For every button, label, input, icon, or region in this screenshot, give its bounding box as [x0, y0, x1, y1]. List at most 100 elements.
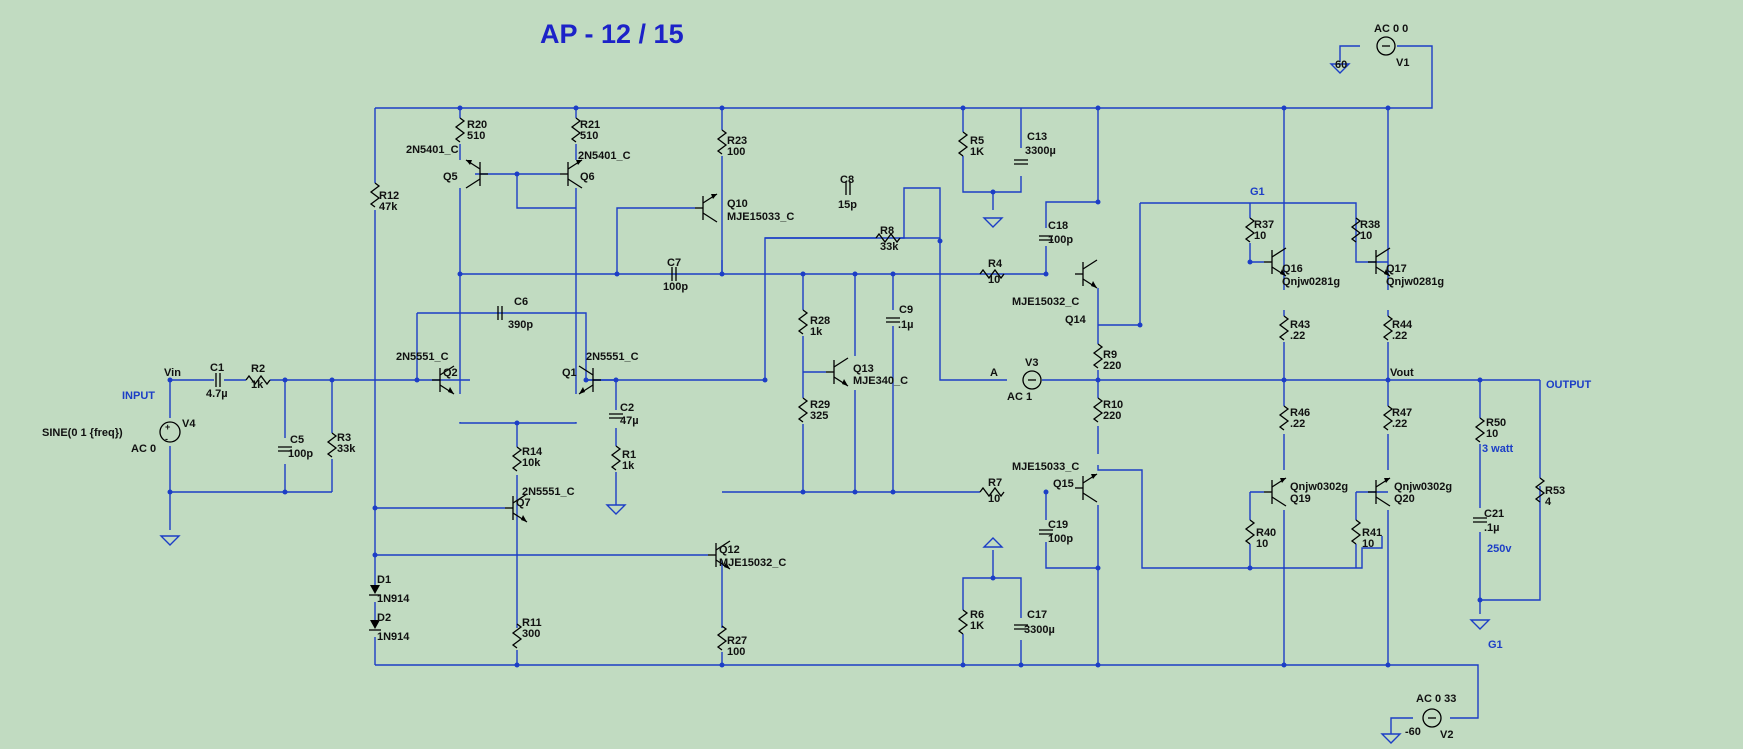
svg-text:+: +: [165, 422, 170, 432]
r53-name: R53: [1545, 485, 1565, 497]
r9-value: 220: [1103, 360, 1121, 372]
resistor-r50: [1474, 417, 1486, 443]
c21-name: C21: [1484, 508, 1504, 520]
q17-model: Qnjw0281g: [1386, 276, 1444, 288]
r5-name: R5: [970, 135, 984, 147]
c6-name: C6: [514, 296, 528, 308]
resistor-r1: [610, 445, 622, 471]
r10-name: R10: [1103, 399, 1123, 411]
ground-r1: [605, 504, 627, 515]
q14-name: Q14: [1065, 314, 1087, 326]
r20-name: R20: [467, 119, 487, 131]
transistor-q17: [1368, 247, 1391, 277]
capacitor-c13: [1014, 159, 1028, 165]
svg-text:-: -: [165, 434, 168, 444]
resistor-r14: [511, 446, 523, 472]
q16-name: Q16: [1282, 263, 1303, 275]
resistor-r29: [797, 397, 809, 423]
diodes: [369, 585, 381, 631]
r20-value: 510: [467, 130, 485, 142]
capacitor-c5: [278, 446, 292, 452]
c13-name: C13: [1027, 131, 1047, 143]
r50-name: R50: [1486, 417, 1506, 429]
d1-model: 1N914: [377, 593, 410, 605]
r4-value: 10: [988, 274, 1000, 286]
r1-name: R1: [622, 449, 636, 461]
r47-name: R47: [1392, 407, 1412, 419]
ground-c13: [982, 217, 1004, 228]
net-g1-bottom-label: G1: [1488, 639, 1503, 651]
r28-name: R28: [810, 315, 830, 327]
schematic-title: AP - 12 / 15: [540, 19, 684, 49]
source-labels: SINE(0 1 {freq}) AC 0 V4 AC 0 0 60 V1 AC…: [42, 23, 1456, 741]
c17-name: C17: [1027, 609, 1047, 621]
r6-value: 1K: [970, 620, 984, 632]
r4-name: R4: [988, 258, 1003, 270]
ground-v2: [1380, 733, 1402, 744]
r12-name: R12: [379, 190, 399, 202]
ground-v4: [159, 535, 181, 546]
r2-value: 1k: [251, 379, 264, 391]
r53-value: 4: [1545, 496, 1552, 508]
v3-name: V3: [1025, 357, 1038, 369]
r47-value: .22: [1392, 418, 1407, 430]
diode-d2: [369, 620, 381, 631]
ground-v1: [1329, 63, 1351, 74]
resistor-r5: [957, 131, 969, 157]
q2-name: Q2: [443, 367, 458, 379]
capacitor-c1: [215, 373, 221, 387]
transistor-q6: [560, 159, 583, 189]
r1-value: 1k: [622, 460, 635, 472]
c2-name: C2: [620, 402, 634, 414]
transistor-q5: [465, 159, 488, 189]
diode-labels: D1 1N914 D2 1N914: [377, 574, 410, 643]
transistor-q20: [1368, 477, 1391, 507]
c13-value: 3300µ: [1025, 145, 1056, 157]
q15-name: Q15: [1053, 478, 1074, 490]
resistor-r10: [1092, 397, 1104, 423]
capacitor-c7: [671, 267, 677, 281]
capacitor-c19: [1039, 529, 1053, 535]
junction-dots: [167, 105, 1483, 668]
resistor-r12: [369, 182, 381, 208]
resistor-r11: [511, 623, 523, 649]
q5-model: 2N5401_C: [406, 144, 459, 156]
ground-symbols: [159, 63, 1491, 744]
resistor-r40: [1244, 519, 1256, 545]
r9-name: R9: [1103, 349, 1117, 361]
net-g1-top-label: G1: [1250, 186, 1265, 198]
resistor-r6: [957, 609, 969, 635]
net-vout-label: Vout: [1390, 367, 1414, 379]
v2-spec: -60: [1405, 726, 1421, 738]
r43-value: .22: [1290, 330, 1305, 342]
r21-name: R21: [580, 119, 600, 131]
c5-name: C5: [290, 434, 304, 446]
resistor-r3: [326, 432, 338, 458]
c1-value: 4.7µ: [206, 388, 228, 400]
transistor-q14: [1075, 259, 1098, 289]
resistor-r38: [1350, 217, 1362, 243]
ground-c17: [982, 537, 1004, 548]
d1-name: D1: [377, 574, 391, 586]
q5-name: Q5: [443, 171, 458, 183]
resistor-r23: [716, 129, 728, 155]
r7-name: R7: [988, 477, 1002, 489]
resistor-r44: [1382, 315, 1394, 341]
diode-d1: [369, 585, 381, 596]
r14-name: R14: [522, 446, 543, 458]
v1-value: AC 0 0: [1374, 23, 1408, 35]
c5-value: 100p: [288, 448, 313, 460]
v2-value: AC 0 33: [1416, 693, 1456, 705]
v4-spec: SINE(0 1 {freq}): [42, 427, 123, 439]
transistors: [432, 159, 1391, 570]
c9-value: .1µ: [898, 319, 914, 331]
r8-value: 33k: [880, 241, 899, 253]
source-v3: [1022, 370, 1042, 390]
r38-value: 10: [1360, 230, 1372, 242]
r29-name: R29: [810, 399, 830, 411]
capacitor-c9: [886, 317, 900, 323]
q15-model: MJE15033_C: [1012, 461, 1079, 473]
q6-model: 2N5401_C: [578, 150, 631, 162]
wires: [169, 45, 1541, 734]
capacitor-c18: [1039, 235, 1053, 241]
